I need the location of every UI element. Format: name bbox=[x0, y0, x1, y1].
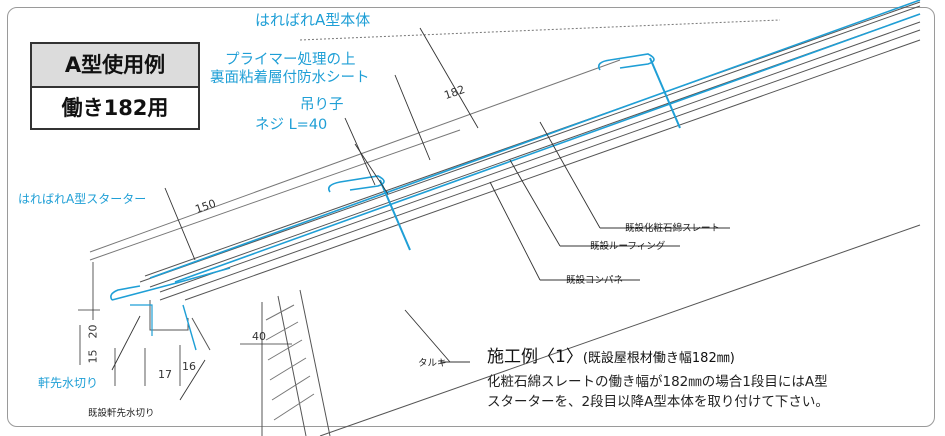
caption-line-2: スターターを、2段目以降A型本体を取り付けて下さい。 bbox=[487, 394, 829, 410]
dimension-40: 40 bbox=[252, 330, 266, 343]
type-example-title: A型使用例 bbox=[32, 44, 198, 88]
existing-roofing-label: 既設ルーフィング bbox=[590, 241, 666, 252]
starter-profile bbox=[111, 267, 231, 301]
diagram-frame bbox=[7, 7, 935, 427]
existing-slate-label: 既設化粧石綿スレート bbox=[625, 223, 721, 234]
width-usage-title: 働き182用 bbox=[61, 96, 169, 120]
rafter-top bbox=[184, 39, 921, 301]
primer-label-line2: 裏面粘着層付防水シート bbox=[210, 70, 370, 86]
existing-eave-flashing-label: 既設軒先水切り bbox=[88, 408, 155, 419]
dimension-17: 17 bbox=[158, 368, 172, 381]
eave-flashing-label: 軒先水切り bbox=[38, 376, 99, 390]
slate-line-2 bbox=[144, 1, 921, 277]
caption-title-block: 施工例〈1〉(既設屋根材働き幅182㎜) bbox=[487, 342, 735, 367]
screw-1 bbox=[379, 179, 411, 251]
screw-2 bbox=[649, 57, 681, 129]
title-box: A型使用例 働き182用 bbox=[30, 42, 200, 130]
dimension-16: 16 bbox=[182, 360, 196, 373]
lap-joint-1 bbox=[327, 175, 385, 193]
slate-line-1 bbox=[139, 5, 921, 283]
panel-bottom-line bbox=[159, 29, 921, 301]
caption-body: 化粧石綿スレートの働き幅が182㎜の場合1段目にはA型 スターターを、2段目以降… bbox=[487, 372, 917, 412]
rafter-bottom bbox=[319, 224, 921, 436]
dimension-20: 20 bbox=[86, 324, 100, 339]
existing-panel-label: 既設コンパネ bbox=[566, 275, 624, 286]
caption-title: 施工例〈1〉 bbox=[487, 347, 583, 367]
lap-joint-2 bbox=[597, 53, 655, 71]
main-body-line-1 bbox=[149, 0, 921, 279]
dimension-15: 15 bbox=[86, 349, 100, 364]
rafter-label: タルキ bbox=[418, 358, 447, 369]
caption-line-1: 化粧石綿スレートの働き幅が182㎜の場合1段目にはA型 bbox=[487, 374, 828, 390]
primer-label-line1: プライマー処理の上 bbox=[225, 52, 356, 68]
starter-label: はればれA型スターター bbox=[18, 192, 147, 206]
hanger-label: 吊り子 bbox=[300, 97, 344, 113]
caption-subtitle: (既設屋根材働き幅182㎜) bbox=[582, 351, 735, 366]
screw-label: ネジ L=40 bbox=[255, 117, 328, 133]
panel-top-line bbox=[159, 21, 921, 293]
eave-flashing-shape bbox=[130, 304, 153, 336]
main-body-line-2 bbox=[174, 13, 921, 283]
main-body-label: はればれA型本体 bbox=[255, 11, 371, 29]
